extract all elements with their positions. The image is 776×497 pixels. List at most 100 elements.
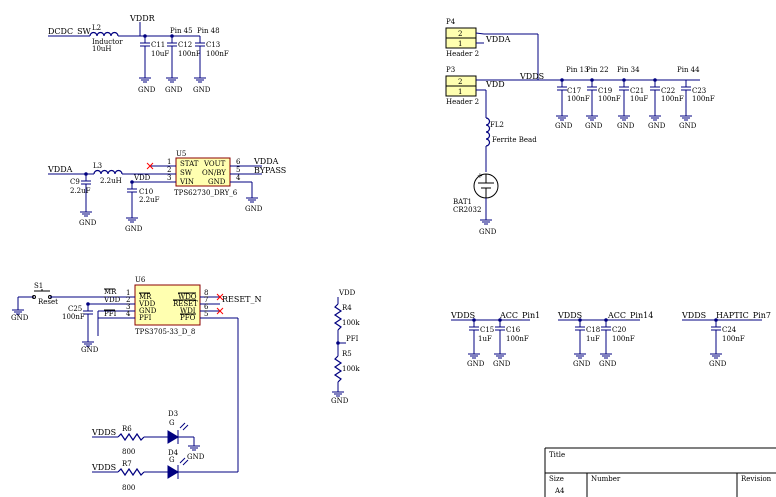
c22-value: 100nF: [661, 95, 684, 103]
c11-value: 10uF: [151, 50, 169, 58]
c12-value: 100nF: [178, 50, 201, 58]
l3-value: 2.2uH: [100, 177, 122, 185]
net-label-vdd-u5: VDD: [133, 174, 151, 182]
net-label-vdds-acc1: VDDS: [450, 311, 475, 320]
gnd-bat1: GND: [479, 228, 497, 236]
u6-pin2-name: VDD: [138, 300, 156, 308]
c22-ref: C22: [661, 87, 675, 95]
ic-u6: [134, 284, 201, 326]
c25-ref: C25: [68, 305, 82, 313]
d3-color: G: [169, 419, 175, 427]
u5-pin6-num: 6: [236, 158, 241, 166]
net-label-vdds-acc14: VDDS: [557, 311, 582, 320]
gnd-c9: GND: [79, 219, 97, 227]
u5-pin4-num: 4: [236, 174, 241, 182]
u5-pin2-name: SW: [180, 169, 193, 177]
net-label-vdds-r7: VDDS: [91, 463, 116, 472]
c18-value: 1uF: [586, 335, 600, 343]
u5-pin6-name: VOUT: [203, 160, 226, 168]
p3-ref: P3: [446, 66, 455, 74]
u6-pin1-name: MR: [139, 293, 152, 301]
p3-pin1: 1: [458, 88, 462, 96]
u6-ref: U6: [135, 276, 146, 284]
resistor-r6: [117, 432, 145, 442]
r6-value: 800: [122, 448, 135, 456]
c21-value: 10uF: [630, 95, 648, 103]
c15-ref: C15: [480, 326, 494, 334]
c25-value: 100nF: [62, 313, 85, 321]
p4-ref: P4: [446, 18, 456, 26]
resistor-r4: [333, 303, 343, 331]
u6-pin3-num: 3: [126, 303, 130, 311]
inductor-l3: [93, 169, 123, 175]
r6-ref: R6: [122, 425, 132, 433]
revision-label: Revision: [741, 475, 772, 483]
u6-section: GND S1 Reset MR VDD C25 100nF GND PFI U6…: [11, 276, 262, 472]
r7-value: 800: [122, 484, 135, 492]
number-label: Number: [591, 475, 621, 483]
u5-ref: U5: [176, 150, 186, 158]
l3-ref: L3: [93, 162, 102, 170]
bat1-label: CR2032: [453, 206, 481, 214]
c13-ref: C13: [206, 41, 220, 49]
c15-value: 1uF: [478, 335, 492, 343]
led-d3: [167, 430, 179, 444]
resistor-r7: [117, 467, 145, 477]
gnd-c24: GND: [709, 360, 727, 368]
gnd-c16: GND: [493, 360, 511, 368]
net-label-vdds-r6: VDDS: [91, 428, 116, 437]
p4-pin2: 2: [458, 30, 462, 38]
u6-pin3-name: GND: [139, 307, 157, 315]
pin13-label: Pin 13: [566, 66, 589, 74]
c11-ref: C11: [151, 41, 165, 49]
l2-value: 10uH: [92, 45, 112, 53]
c23-ref: C23: [692, 87, 706, 95]
net-label-mr: MR: [104, 288, 117, 296]
r7-ref: R7: [122, 460, 132, 468]
u6-pin1-num: 1: [126, 289, 130, 297]
d3-ref: D3: [168, 410, 178, 418]
size-label: Size: [549, 475, 564, 483]
r5-ref: R5: [342, 350, 352, 358]
title-block: Title Size A4 Number Revision: [544, 447, 776, 497]
r4-value: 100k: [342, 319, 360, 327]
net-label-acc-pin14: ACC_Pin14: [607, 311, 653, 320]
inductor-l2: [89, 31, 119, 37]
u5-section: VDDA L3 2.2uH C9 2.2uF GND VDD C10 2.2uF…: [47, 150, 286, 233]
gnd-c11: GND: [138, 86, 156, 94]
l2-ref: L2: [92, 24, 101, 32]
net-label-vddr: VDDR: [129, 14, 156, 23]
u5-pin5-num: 5: [236, 166, 240, 174]
net-label-reset-n: RESET_N: [222, 295, 262, 304]
u5-part: TPS62730_DRY_6: [174, 189, 238, 197]
c24-value: 100nF: [722, 335, 745, 343]
c9-value: 2.2uF: [70, 187, 91, 195]
gnd-u5: GND: [245, 205, 263, 213]
c10-value: 2.2uF: [139, 196, 160, 204]
u5-pin5-name: ON/BY: [202, 169, 226, 177]
net-label-bypass: BYPASS: [254, 166, 286, 175]
gnd-c19: GND: [585, 122, 603, 130]
led-section: VDDS R6 800 D3 G GND VDDS R7 800 D4 G: [91, 410, 238, 492]
net-label-dcdc-sw: DCDC_SW: [48, 27, 92, 36]
pin44-label: Pin 44: [677, 66, 700, 74]
gnd-r5: GND: [331, 397, 349, 405]
size-value: A4: [554, 487, 565, 495]
c20-value: 100nF: [612, 335, 635, 343]
c24-ref: C24: [722, 326, 737, 334]
c17-ref: C17: [567, 87, 581, 95]
c16-ref: C16: [506, 326, 521, 334]
gnd-c12: GND: [165, 86, 183, 94]
c20-ref: C20: [612, 326, 626, 334]
net-label-vdds-haptic: VDDS: [681, 311, 706, 320]
p3-pin2: 2: [458, 78, 462, 86]
u5-pin1-num: 1: [167, 158, 171, 166]
l2-label: Inductor: [92, 38, 123, 46]
title-label: Title: [549, 451, 565, 459]
c19-ref: C19: [598, 87, 612, 95]
gnd-c23: GND: [679, 122, 697, 130]
fl2-ref: FL2: [490, 121, 504, 129]
u5-pin4-name: GND: [208, 178, 226, 186]
u6-pin6-num: 6: [204, 303, 209, 311]
